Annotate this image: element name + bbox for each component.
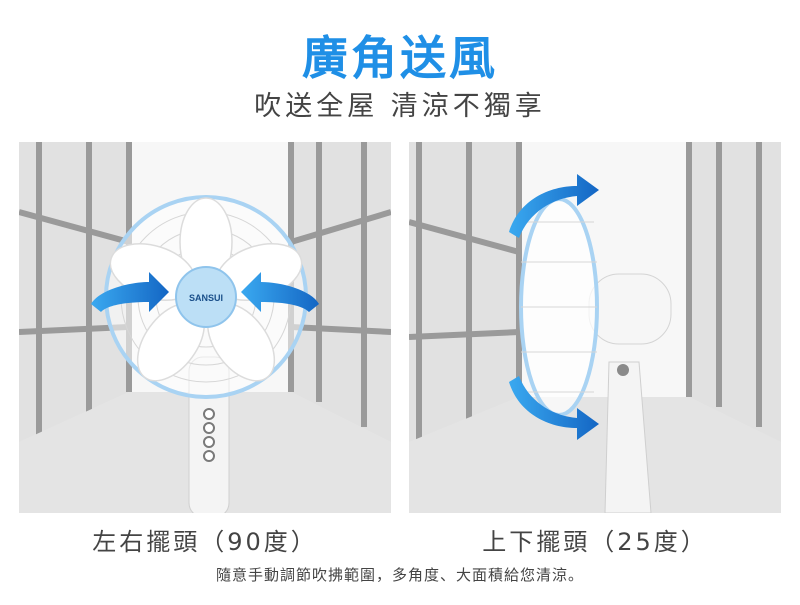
brand-label: SANSUI — [189, 293, 223, 303]
caption-vertical-tilt: 上下擺頭（25度） — [482, 528, 708, 556]
fan-front-view-image: SANSUI — [19, 142, 391, 513]
caption-horizontal-swing: 左右擺頭（90度） — [92, 528, 318, 556]
page-title: 廣角送風 — [302, 31, 498, 85]
horizontal-swing-arrows-icon — [91, 272, 319, 312]
vertical-tilt-arrows-icon — [509, 174, 599, 440]
page-subtitle: 吹送全屋 清涼不獨享 — [254, 91, 546, 122]
feature-description: 隨意手動調節吹拂範圍，多角度、大面積給您清涼。 — [215, 566, 584, 584]
fan-side-view-image — [409, 142, 781, 513]
